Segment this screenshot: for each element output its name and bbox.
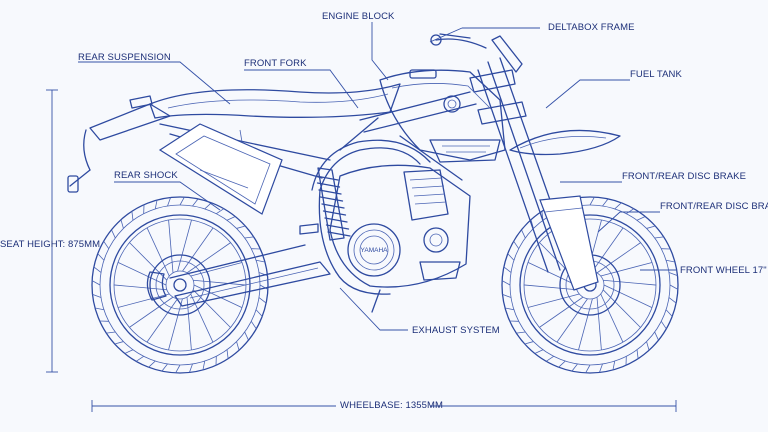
label-front-wheel: FRONT WHEEL 17"	[680, 265, 767, 276]
label-rear-shock: REAR SHOCK	[114, 170, 178, 181]
fuel-tank-drawing	[379, 69, 506, 163]
label-fuel-tank: FUEL TANK	[630, 69, 682, 80]
label-wheelbase: WHEELBASE: 1355MM	[340, 400, 444, 411]
side-panel	[158, 123, 283, 215]
label-exhaust-system: EXHAUST SYSTEM	[412, 325, 500, 336]
label-disc-brake-2: FRONT/REAR DISC BRAKE	[660, 201, 768, 212]
label-disc-brake-1: FRONT/REAR DISC BRAKE	[622, 171, 747, 182]
front-fender	[509, 129, 621, 156]
swingarm	[169, 244, 331, 307]
rear-shock-drawing	[315, 167, 351, 241]
rear-fender	[67, 95, 171, 193]
leader-lines	[46, 22, 677, 412]
engine: YAMAHA	[329, 164, 471, 288]
exhaust-drawing	[311, 139, 431, 295]
label-engine-block: ENGINE BLOCK	[322, 11, 395, 22]
label-deltabox-frame: DELTABOX FRAME	[548, 22, 635, 33]
footpeg	[299, 223, 381, 313]
label-front-fork: FRONT FORK	[244, 58, 307, 69]
label-rear-suspension: REAR SUSPENSION	[78, 52, 171, 63]
handlebars	[430, 33, 523, 73]
rear-wheel	[91, 196, 269, 374]
rear-disc-brake	[146, 254, 211, 316]
main-frame	[339, 91, 477, 181]
front-fork-drawing	[469, 57, 599, 291]
engine-badge: YAMAHA	[361, 247, 389, 254]
label-seat-height: SEAT HEIGHT: 875MM	[0, 239, 101, 250]
seat	[149, 83, 401, 119]
